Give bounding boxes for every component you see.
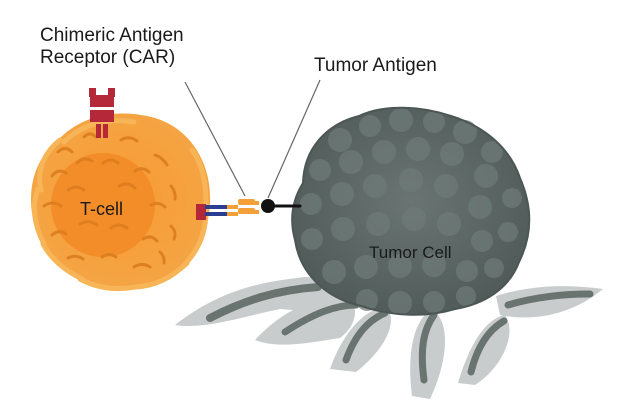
car-receptor-binding — [196, 199, 259, 220]
car-label-line-1: Chimeric Antigen — [40, 25, 184, 46]
car-label: Chimeric Antigen Receptor (CAR) — [40, 25, 184, 70]
tumor-cell-label: Tumor Cell — [369, 243, 452, 262]
t-cell — [31, 113, 211, 292]
tumor-antigen — [261, 199, 302, 213]
t-cell-label: T-cell — [80, 199, 124, 219]
label-pointers — [184, 79, 321, 199]
tumor-antigen-label: Tumor Antigen — [314, 55, 437, 76]
car-receptor-top — [89, 88, 115, 138]
tumor-tendrils — [175, 277, 603, 399]
car-label-line-2: Receptor (CAR) — [40, 47, 176, 69]
tumor-cell — [291, 106, 531, 316]
